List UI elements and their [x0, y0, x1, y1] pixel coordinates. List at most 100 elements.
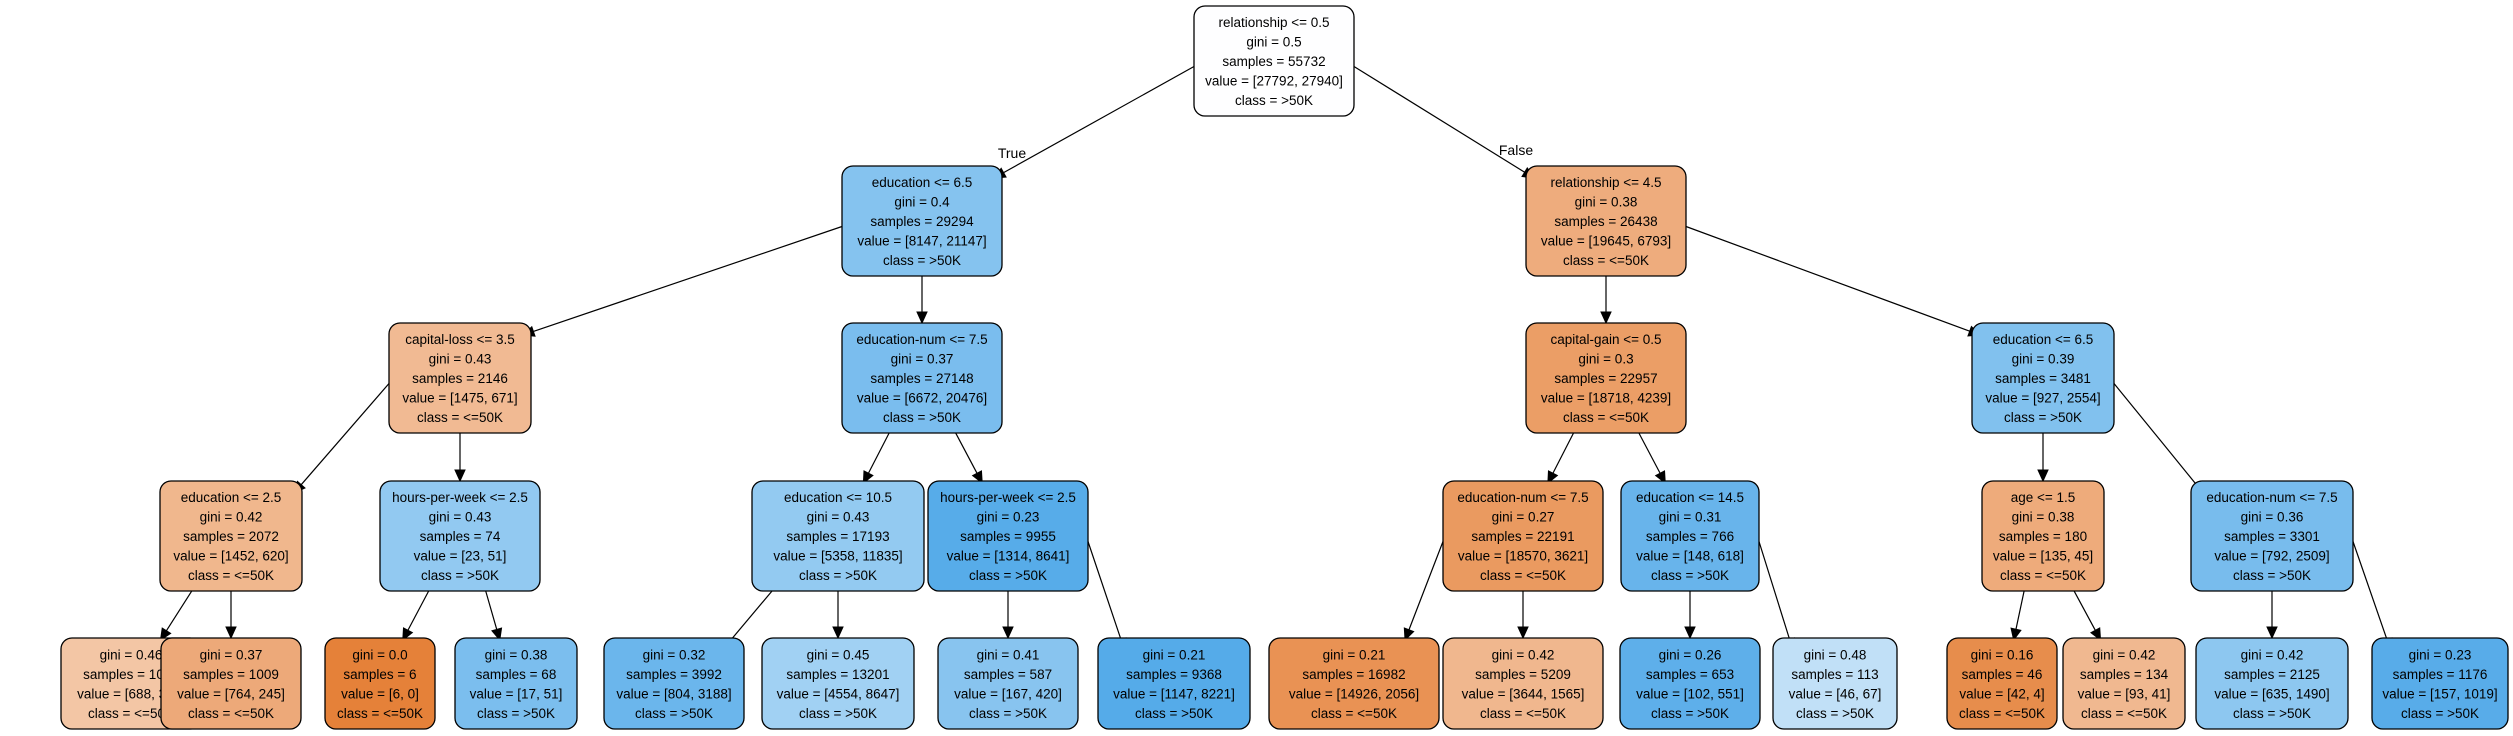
tree-node-box — [388, 322, 532, 434]
tree-node-line: value = [792, 2509] — [2214, 549, 2329, 564]
tree-edge-arrowhead — [1403, 627, 1415, 642]
tree-edge-n1-n2 — [533, 225, 843, 333]
tree-node-line: gini = 0.43 — [807, 510, 870, 525]
tree-node-box — [603, 637, 745, 730]
tree-node-line: class = <=50K — [188, 706, 274, 721]
tree-edge-arrowhead — [402, 627, 414, 642]
tree-node-box — [751, 480, 925, 592]
tree-node-line: samples = 17193 — [786, 529, 889, 544]
tree-node-line: class = >50K — [969, 706, 1047, 721]
tree-node-line: gini = 0.43 — [429, 352, 492, 367]
tree-edge-arrowhead — [1547, 470, 1559, 485]
tree-node-line: value = [17, 51] — [470, 686, 563, 701]
tree-node-line: relationship <= 4.5 — [1550, 175, 1661, 190]
tree-edge-n21-n23 — [1758, 541, 1791, 640]
tree-node-line: gini = 0.42 — [200, 510, 263, 525]
tree-node-box — [324, 637, 436, 730]
tree-node-line: samples = 74 — [420, 529, 501, 544]
tree-node-line: gini = 0.43 — [429, 510, 492, 525]
tree-node-line: value = [167, 420] — [954, 686, 1062, 701]
tree-node-line: gini = 0.38 — [1575, 195, 1638, 210]
tree-node-line: gini = 0.16 — [1971, 647, 2034, 662]
edge-label-false: False — [1499, 142, 1533, 158]
tree-node-box — [1525, 322, 1687, 434]
tree-node-line: value = [23, 51] — [414, 549, 507, 564]
tree-node-line: samples = 134 — [2080, 667, 2169, 682]
tree-node-line: value = [1314, 8641] — [947, 549, 1070, 564]
tree-node-line: samples = 3481 — [1995, 371, 2091, 386]
tree-node-line: value = [3644, 1565] — [1462, 686, 1585, 701]
tree-edge-n17-n21 — [1636, 430, 1661, 474]
tree-node-line: samples = 766 — [1646, 529, 1734, 544]
tree-node-line: capital-loss <= 3.5 — [405, 332, 515, 347]
tree-node-line: class = <=50K — [188, 568, 274, 583]
tree-node-line: gini = 0.45 — [807, 647, 870, 662]
tree-node-line: gini = 0.37 — [891, 352, 954, 367]
tree-node-line: education <= 2.5 — [181, 490, 282, 505]
tree-node-line: value = [93, 41] — [2078, 686, 2171, 701]
tree-node-line: gini = 0.4 — [894, 195, 950, 210]
tree-node-box — [1442, 637, 1604, 730]
tree-edge-arrowhead — [2089, 627, 2102, 642]
tree-node-line: value = [18718, 4239] — [1541, 391, 1671, 406]
tree-edge-arrowhead — [2010, 627, 2022, 642]
tree-node-line: value = [1452, 620] — [173, 549, 288, 564]
tree-node-line: class = >50K — [1796, 706, 1874, 721]
tree-node-line: capital-gain <= 0.5 — [1550, 332, 1661, 347]
tree-node-line: class = >50K — [477, 706, 555, 721]
tree-edge-arrowhead — [159, 627, 172, 642]
tree-node-line: class = >50K — [2233, 568, 2311, 583]
tree-node-line: samples = 29294 — [870, 214, 974, 229]
tree-node-line: samples = 46 — [1962, 667, 2043, 682]
tree-node-line: samples = 27148 — [870, 371, 973, 386]
tree-node-line: samples = 22191 — [1471, 529, 1574, 544]
tree-node-line: gini = 0.38 — [2012, 510, 2075, 525]
tree-edge-arrowhead — [454, 469, 466, 483]
tree-edge-n25-n26 — [2015, 589, 2026, 630]
tree-node-line: gini = 0.26 — [1659, 647, 1722, 662]
tree-edge-arrowhead — [1600, 311, 1612, 325]
tree-node-line: gini = 0.21 — [1323, 647, 1386, 662]
tree-node-line: gini = 0.31 — [1659, 510, 1722, 525]
tree-edge-arrowhead — [1654, 470, 1666, 485]
tree-node-line: class = <=50K — [88, 706, 174, 721]
tree-edge-n13-n15 — [1087, 541, 1122, 640]
tree-node-line: samples = 1063 — [83, 667, 179, 682]
tree-node-line: samples = 5209 — [1475, 667, 1571, 682]
tree-node-line: education <= 14.5 — [1636, 490, 1744, 505]
tree-node-line: class = <=50K — [1311, 706, 1397, 721]
tree-node-line: value = [5358, 11835] — [773, 549, 902, 564]
tree-node-line: value = [14926, 2056] — [1289, 686, 1419, 701]
tree-node-line: class = <=50K — [2081, 706, 2167, 721]
tree-edge-arrowhead — [862, 470, 874, 485]
tree-node-line: class = >50K — [2004, 410, 2082, 425]
tree-node-n21: education <= 14.5 gini = 0.31 samples = 76… — [1620, 480, 1760, 592]
tree-node-line: value = [4554, 8647] — [777, 686, 900, 701]
tree-node-line: samples = 9368 — [1126, 667, 1222, 682]
tree-node-line: samples = 26438 — [1554, 214, 1657, 229]
edge-label-true: True — [998, 145, 1026, 161]
tree-node-line: class = <=50K — [1480, 568, 1566, 583]
tree-node-n16: relationship <= 4.5 gini = 0.38 samples = … — [1525, 165, 1687, 277]
tree-node-line: value = [688, 375] — [77, 686, 185, 701]
edges-layer: True False — [159, 65, 2393, 652]
tree-node-line: samples = 653 — [1646, 667, 1734, 682]
tree-node-line: class = >50K — [1135, 706, 1213, 721]
tree-node-line: gini = 0.41 — [977, 647, 1040, 662]
tree-node-line: class = >50K — [799, 706, 877, 721]
tree-node-line: samples = 1176 — [2393, 667, 2488, 682]
tree-node-line: class = <=50K — [337, 706, 423, 721]
tree-node-line: value = [18570, 3621] — [1458, 549, 1588, 564]
tree-node-line: gini = 0.32 — [643, 647, 706, 662]
tree-node-line: gini = 0.0 — [352, 647, 407, 662]
tree-node-line: samples = 180 — [1999, 529, 2087, 544]
tree-node-line: hours-per-week <= 2.5 — [392, 490, 528, 505]
tree-node-line: samples = 3992 — [626, 667, 722, 682]
